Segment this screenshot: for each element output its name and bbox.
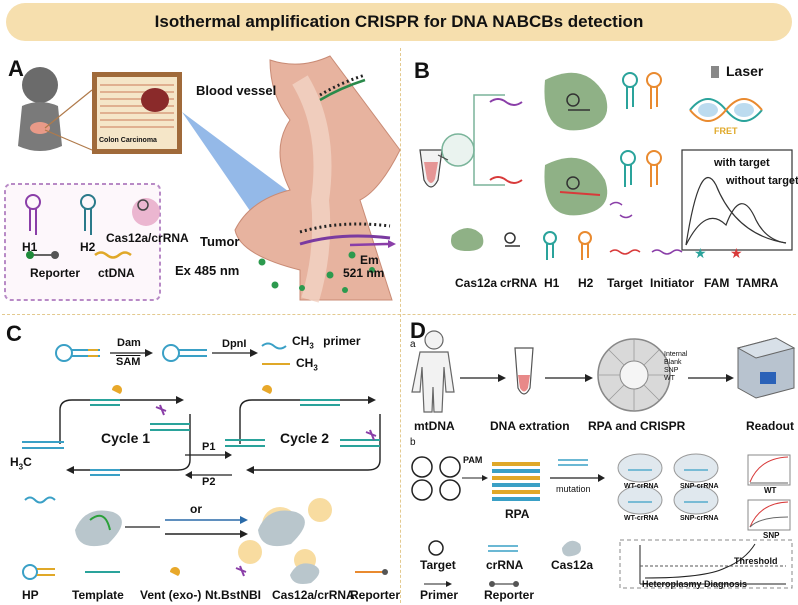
colon-tumor xyxy=(141,88,169,112)
snp-crrna-label-1: SNP-crRNA xyxy=(680,483,719,490)
spectrum-box xyxy=(681,149,793,251)
with-target-label: with target xyxy=(714,157,770,169)
legend-hp: HP xyxy=(22,588,39,602)
heteroplasmy-label: Heteroplasmy Diagnosis xyxy=(642,579,748,589)
blood-vessel-label: Blood vessel xyxy=(196,83,277,98)
fret-label: FRET xyxy=(714,126,738,136)
legend-tamra: TAMRA xyxy=(736,276,779,290)
page-title: Isothermal amplification CRISPR for DNA … xyxy=(154,12,644,31)
emission-label: Em xyxy=(360,253,379,267)
legend-cas12a: Cas12a xyxy=(455,276,498,290)
threshold-label: Threshold xyxy=(734,556,778,566)
cycle-1-label: Cycle 1 xyxy=(101,430,151,446)
horizontal-divider xyxy=(2,314,796,315)
snp-crrna-label-2: SNP-crRNA xyxy=(680,515,719,522)
panel-c-label: C xyxy=(6,321,22,346)
legend-crrna: crRNA xyxy=(486,558,524,572)
mtdna-label: mtDNA xyxy=(414,419,455,433)
legend-h1: H1 xyxy=(22,240,38,254)
legend-reporter: Reporter xyxy=(484,588,535,602)
sam-label: SAM xyxy=(116,356,141,368)
panel-a-legend-box xyxy=(4,183,161,301)
legend-nt-bstnbi: Nt.BstNBI xyxy=(205,588,261,602)
wt-plot-label: WT xyxy=(764,486,777,495)
dam-label: Dam xyxy=(117,337,141,349)
panel-a-label: A xyxy=(8,56,24,81)
panel-d-label: D xyxy=(410,318,426,343)
dna-extraction-label: DNA extration xyxy=(490,419,570,433)
legend-h2: H2 xyxy=(80,240,96,254)
legend-template: Template xyxy=(72,588,124,602)
wheel-internal: Internal xyxy=(664,351,688,358)
pam-label: PAM xyxy=(463,455,483,465)
legend-cas12a-crrna: Cas12a/crRNA xyxy=(272,588,355,602)
cycle-2-label: Cycle 2 xyxy=(280,430,330,446)
legend-reporter: Reporter xyxy=(350,588,401,602)
vertical-divider xyxy=(400,48,401,603)
wheel-wt: WT xyxy=(664,375,675,382)
dpni-label: DpnI xyxy=(222,338,247,350)
legend-ctdna: ctDNA xyxy=(98,266,135,280)
wt-crrna-label-1: WT-crRNA xyxy=(624,483,659,490)
colon-carcinoma-label: Colon Carcinoma xyxy=(99,137,157,144)
legend-fam: FAM xyxy=(704,276,730,290)
legend-initiator: Initiator xyxy=(650,276,694,290)
legend-reporter: Reporter xyxy=(30,266,81,280)
excitation-label: Ex 485 nm xyxy=(175,263,240,278)
legend-target: Target xyxy=(420,558,456,572)
rpa-label: RPA xyxy=(505,507,530,521)
wheel-snp: SNP xyxy=(664,367,679,374)
legend-cas12a: Cas12a xyxy=(551,558,594,572)
legend-h2: H2 xyxy=(578,276,594,290)
vessel-lumen xyxy=(292,75,332,303)
mutation-label: mutation xyxy=(556,484,591,494)
panel-b-label: B xyxy=(414,58,430,83)
tumor-label: Tumor xyxy=(200,234,240,249)
without-target-label: without target xyxy=(726,175,798,187)
legend-h1: H1 xyxy=(544,276,560,290)
person-colon-spot xyxy=(30,122,50,134)
or-label: or xyxy=(190,502,202,516)
p2-label: P2 xyxy=(202,476,216,488)
laser-label: Laser xyxy=(726,63,764,79)
legend-cas12a-crrna: Cas12a/crRNA xyxy=(106,231,189,245)
h3c-label: H3C xyxy=(10,455,32,472)
cas12a-blob-bottom xyxy=(544,157,608,216)
svg-text:★: ★ xyxy=(694,246,707,262)
ch3-label: CH3 xyxy=(296,356,318,373)
rpa-crispr-label: RPA and CRISPR xyxy=(588,419,686,433)
svg-text:★: ★ xyxy=(730,246,743,262)
person-head xyxy=(22,67,58,103)
legend-vent: Vent (exo-) xyxy=(140,588,202,602)
subpanel-b-label: b xyxy=(410,437,416,448)
subpanel-a-label: a xyxy=(410,339,416,350)
emission-nm-label: 521 nm xyxy=(343,266,385,280)
wt-crrna-label-2: WT-crRNA xyxy=(624,515,659,522)
legend-target: Target xyxy=(607,276,643,290)
snp-plot-label: SNP xyxy=(763,531,780,540)
readout-label: Readout xyxy=(746,419,794,433)
legend-crrna: crRNA xyxy=(500,276,538,290)
ch3-primer-label: CH3 primer xyxy=(292,334,361,351)
p1-label: P1 xyxy=(202,441,216,453)
title-bar: Isothermal amplification CRISPR for DNA … xyxy=(6,3,792,41)
cas12a-blob-top xyxy=(544,72,608,131)
wheel-blank: Blank xyxy=(664,359,682,366)
legend-primer: Primer xyxy=(420,588,459,602)
